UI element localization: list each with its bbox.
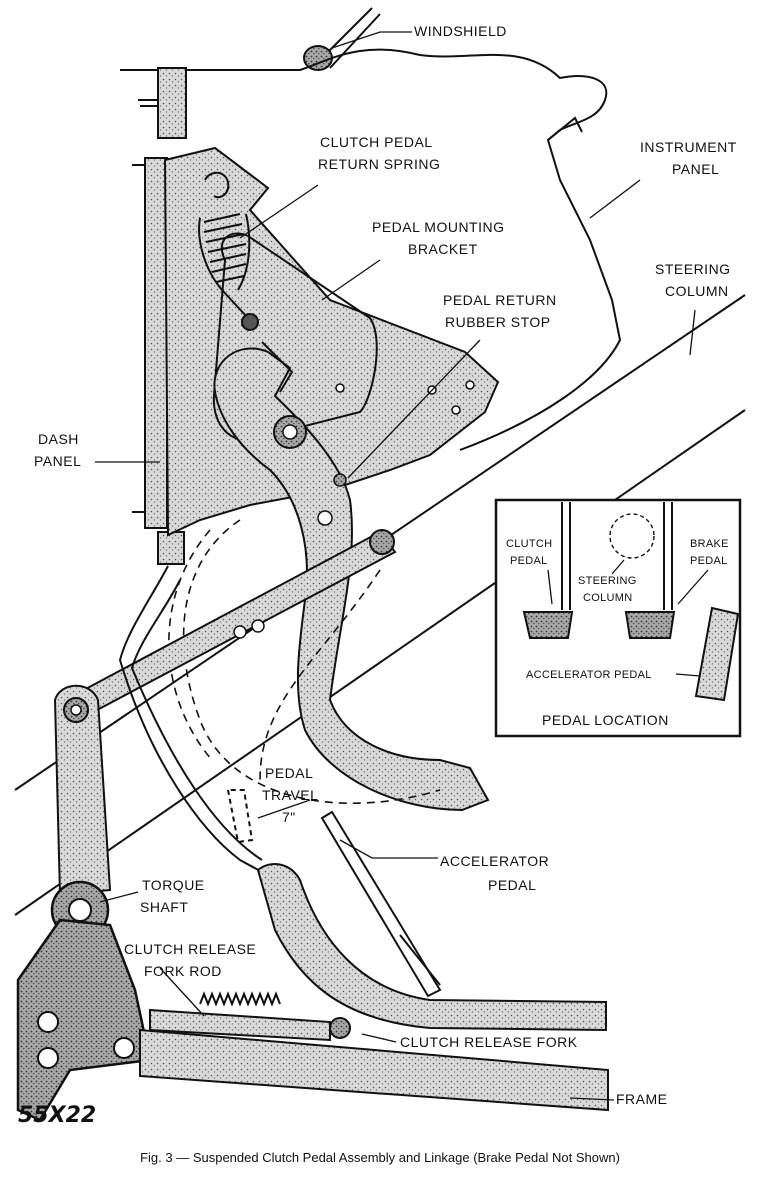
inset-title: PEDAL LOCATION: [542, 712, 669, 728]
inset-label-steering-column: STEERING: [578, 575, 637, 587]
label-clutch-release-fork: CLUTCH RELEASE FORK: [400, 1034, 578, 1050]
label-pedal-mounting-bracket-2: BRACKET: [408, 241, 478, 257]
clutch-return-spring: [198, 171, 259, 331]
label-windshield: WINDSHIELD: [414, 23, 507, 39]
inset-label-clutch-pedal: CLUTCH: [506, 538, 552, 550]
label-pedal-mounting-bracket: PEDAL MOUNTING: [372, 219, 505, 235]
figure-caption: Fig. 3 — Suspended Clutch Pedal Assembly…: [140, 1150, 620, 1165]
clutch-linkage-rod: [63, 529, 397, 720]
label-instrument-panel-2: PANEL: [672, 161, 719, 177]
label-torque-shaft-2: SHAFT: [140, 899, 188, 915]
accelerator-pedal: [320, 810, 442, 998]
label-frame: FRAME: [616, 1091, 668, 1107]
label-clutch-release-fork-rod: CLUTCH RELEASE: [124, 941, 256, 957]
label-dash-panel: DASH: [38, 431, 79, 447]
inset-brake-pedal-pad: [624, 611, 676, 639]
label-pedal-return-rubber-stop: PEDAL RETURN: [443, 292, 557, 308]
toe-board: [118, 565, 263, 873]
label-pedal-travel-2: TRAVEL: [262, 787, 318, 803]
instrument-panel: [120, 48, 622, 451]
label-pedal-travel: PEDAL: [265, 765, 313, 781]
label-clutch-release-fork-rod-2: FORK ROD: [144, 963, 222, 979]
floor-pan: [256, 863, 607, 1032]
label-pedal-return-rubber-stop-2: RUBBER STOP: [445, 314, 551, 330]
leader-lines: [95, 31, 696, 1101]
pedal-location-inset: CLUTCH PEDAL STEERING COLUMN BRAKE PEDAL…: [494, 498, 742, 738]
label-accelerator-pedal: ACCELERATOR: [440, 853, 549, 869]
label-dash-panel-2: PANEL: [34, 453, 81, 469]
inset-label-brake-pedal-2: PEDAL: [690, 555, 728, 567]
label-clutch-pedal-return-spring: CLUTCH PEDAL: [320, 134, 433, 150]
windshield: [303, 7, 381, 71]
clutch-release-fork: [329, 1017, 351, 1039]
label-accelerator-pedal-2: PEDAL: [488, 877, 536, 893]
label-pedal-travel-distance: 7": [282, 809, 296, 825]
inset-label-brake-pedal: BRAKE: [690, 538, 729, 550]
label-torque-shaft: TORQUE: [142, 877, 205, 893]
inset-clutch-pedal-pad: [522, 611, 574, 639]
inset-accelerator-pedal-pad: [694, 606, 740, 702]
label-steering-column: STEERING: [655, 261, 731, 277]
figure-code: 55X22: [18, 1103, 96, 1128]
clutch-release-fork-rod: [149, 991, 351, 1042]
clutch-pedal: [213, 341, 490, 812]
inset-label-clutch-pedal-2: PEDAL: [510, 555, 548, 567]
inset-label-steering-column-2: COLUMN: [583, 592, 632, 604]
label-steering-column-2: COLUMN: [665, 283, 729, 299]
torque-shaft: [50, 684, 112, 940]
pedal-return-rubber-stop: [333, 473, 347, 487]
label-clutch-pedal-return-spring-2: RETURN SPRING: [318, 156, 440, 172]
frame-rail: [139, 1028, 609, 1112]
label-instrument-panel: INSTRUMENT: [640, 139, 737, 155]
inset-label-accelerator-pedal: ACCELERATOR PEDAL: [526, 669, 652, 681]
